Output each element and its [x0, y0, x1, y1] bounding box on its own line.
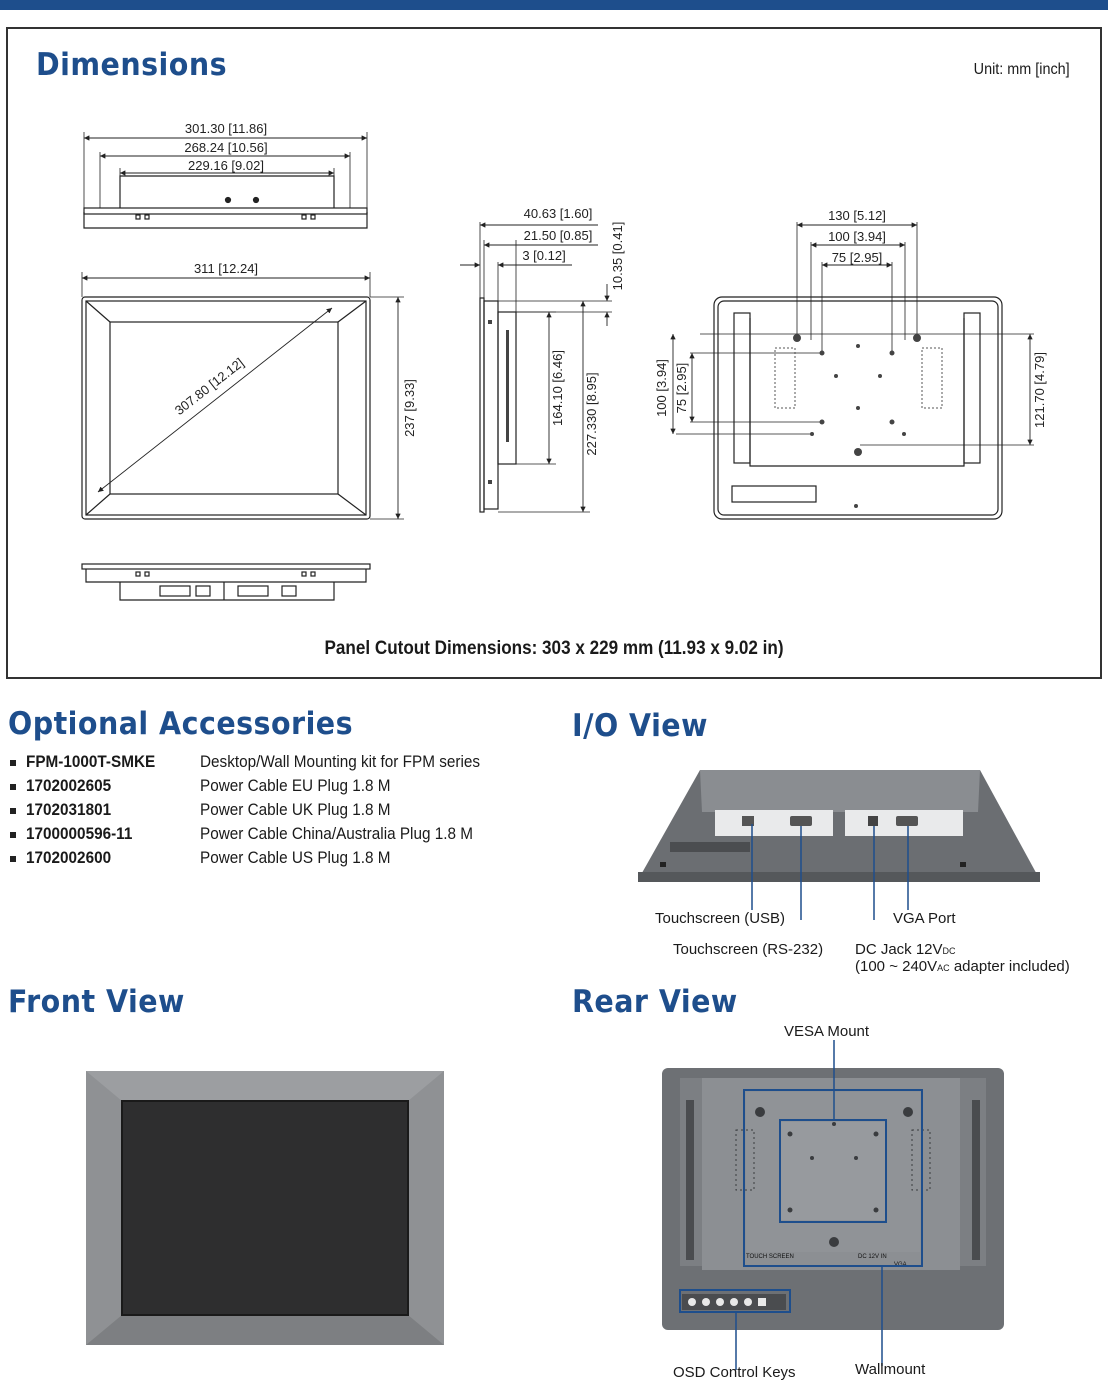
bottom-view-drawing [81, 563, 371, 601]
io-label-adapter: (100 ~ 240VAC adapter included) [855, 958, 1070, 975]
dimensions-title: Dimensions [36, 47, 228, 83]
io-label-touch-rs232: Touchscreen (RS-232) [673, 941, 824, 958]
front-view-photo [86, 1071, 444, 1345]
dim-label-10-35: 10.35 [0.41] [610, 222, 625, 291]
rear-view-photo: TOUCH SCREEN DC 12V IN VGA [662, 1040, 1004, 1370]
unit-label: Unit: mm [inch] [973, 61, 1070, 78]
dim-label-width-268: 268.24 [10.56] [184, 140, 267, 155]
panel-cutout-text: Panel Cutout Dimensions: 303 x 229 mm (1… [324, 638, 784, 659]
dim-label-vert-121: 121.70 [4.79] [1032, 352, 1047, 428]
dim-label-height-164: 164.10 [6.46] [550, 350, 565, 426]
rear-panel-dc-text: DC 12V IN [858, 1254, 887, 1260]
dim-label-width-311: 311 [12.24] [194, 261, 258, 276]
rear-view-title: Rear View [572, 984, 738, 1020]
io-label-dc-jack: DC Jack 12VDC [855, 941, 956, 958]
io-view-photo [638, 770, 1040, 920]
dim-label-vesa-100: 100 [3.94] [828, 229, 886, 244]
dim-label-vesa-75: 75 [2.95] [832, 250, 883, 265]
dim-label-depth-3: 3 [0.12] [522, 248, 565, 263]
dim-label-vert-100: 100 [3.94] [654, 359, 669, 417]
side-view-drawing [479, 222, 612, 513]
io-view-title: I/O View [572, 708, 708, 744]
dim-label-diagonal: 307.80 [12.12] [172, 355, 247, 418]
dimensions-panel: Dimensions Unit: mm [inch] Panel Cutout … [6, 27, 1102, 679]
io-label-touch-usb: Touchscreen (USB) [655, 910, 786, 927]
rear-panel-touch-text: TOUCH SCREEN [746, 1254, 794, 1260]
front-view-title: Front View [8, 984, 185, 1020]
front-outline-drawing [81, 272, 404, 520]
io-label-vga: VGA Port [893, 910, 956, 927]
dim-label-width-301: 301.30 [11.86] [185, 121, 267, 136]
dim-label-vert-75: 75 [2.95] [674, 363, 689, 414]
dim-label-vesa-130: 130 [5.12] [828, 208, 886, 223]
dim-label-height-227: 227.330 [8.95] [584, 372, 599, 455]
top-accent-bar [0, 0, 1108, 10]
rear-outline-drawing [676, 222, 1034, 520]
rear-label-wallmount: Wallmount [855, 1361, 926, 1378]
dim-label-depth-40: 40.63 [1.60] [524, 206, 593, 221]
top-view-drawing [83, 132, 368, 229]
rear-label-osd: OSD Control Keys [673, 1364, 796, 1381]
accessories-title: Optional Accessories [8, 706, 354, 742]
rear-label-vesa: VESA Mount [784, 1023, 870, 1040]
dim-label-height-237: 237 [9.33] [402, 379, 417, 437]
dim-label-width-229: 229.16 [9.02] [188, 158, 264, 173]
dim-label-depth-21: 21.50 [0.85] [524, 228, 593, 243]
dimension-drawings: 301.30 [11.86] 268.24 [10.56] 229.16 [9.… [81, 121, 1047, 601]
